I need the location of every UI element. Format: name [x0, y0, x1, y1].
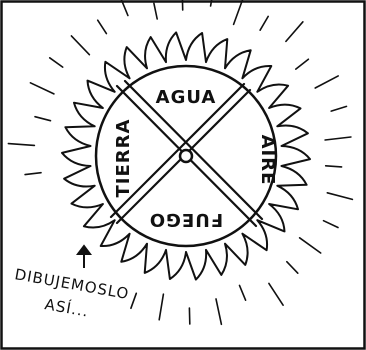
label-tierra: TIERRA: [113, 119, 134, 198]
label-agua: AGUA: [156, 87, 217, 108]
sun-ray: [182, 0, 183, 10]
label-fuego: FUEGO: [149, 209, 223, 230]
label-aire: AIRE: [257, 135, 278, 186]
sun-ray: [326, 166, 342, 167]
center-knot: [180, 150, 192, 162]
